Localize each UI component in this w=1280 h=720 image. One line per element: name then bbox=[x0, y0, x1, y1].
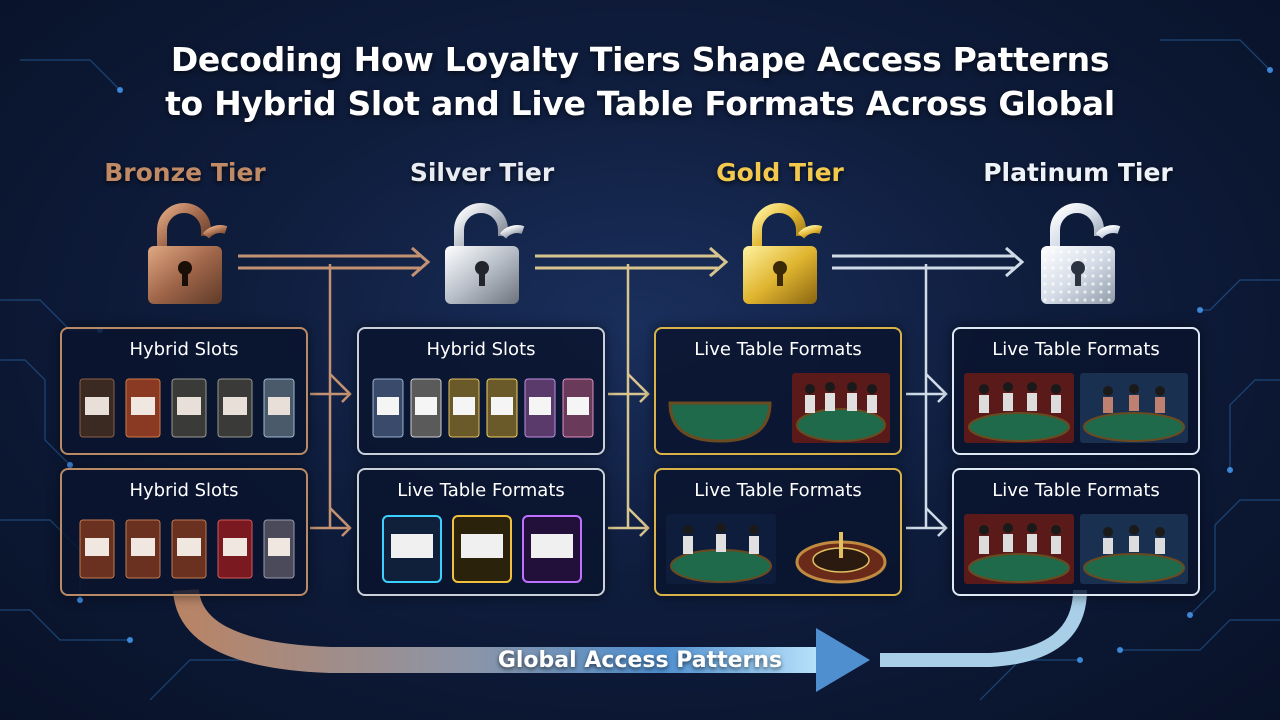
gold-box-live-table-formats-1: Live Table Formats bbox=[654, 327, 902, 455]
box-label: Live Table Formats bbox=[954, 480, 1198, 501]
silver-box-live-table-formats: Live Table Formats bbox=[357, 468, 605, 596]
silver-box-hybrid-slots: Hybrid Slots bbox=[357, 327, 605, 455]
slot-machine-icon bbox=[70, 512, 298, 586]
neon-slot-machine-icon bbox=[367, 512, 595, 586]
connector-gold bbox=[906, 264, 946, 536]
gold-box-live-table-formats-2: Live Table Formats bbox=[654, 468, 902, 596]
platinum-box-live-table-formats-2: Live Table Formats bbox=[952, 468, 1200, 596]
connector-silver bbox=[608, 264, 648, 536]
connector-bronze bbox=[310, 264, 350, 536]
box-label: Live Table Formats bbox=[656, 480, 900, 501]
box-label: Hybrid Slots bbox=[62, 480, 306, 501]
box-label: Live Table Formats bbox=[656, 339, 900, 360]
roulette-wheel-icon bbox=[664, 512, 892, 586]
box-label: Live Table Formats bbox=[954, 339, 1198, 360]
dealer-icon bbox=[962, 371, 1190, 445]
arrow-bronze-to-silver bbox=[238, 248, 428, 276]
box-label: Hybrid Slots bbox=[62, 339, 306, 360]
bronze-box-hybrid-slots-2: Hybrid Slots bbox=[60, 468, 308, 596]
slot-machine-icon bbox=[70, 371, 298, 445]
global-access-return bbox=[880, 590, 1080, 660]
global-access-patterns-label: Global Access Patterns bbox=[440, 648, 840, 673]
box-label: Live Table Formats bbox=[359, 480, 603, 501]
dealer-icon bbox=[962, 512, 1190, 586]
bronze-box-hybrid-slots-1: Hybrid Slots bbox=[60, 327, 308, 455]
platinum-box-live-table-formats-1: Live Table Formats bbox=[952, 327, 1200, 455]
box-label: Hybrid Slots bbox=[359, 339, 603, 360]
slot-machine-icon bbox=[367, 371, 595, 445]
arrow-silver-to-gold bbox=[535, 248, 726, 276]
card-table-icon bbox=[664, 371, 892, 445]
